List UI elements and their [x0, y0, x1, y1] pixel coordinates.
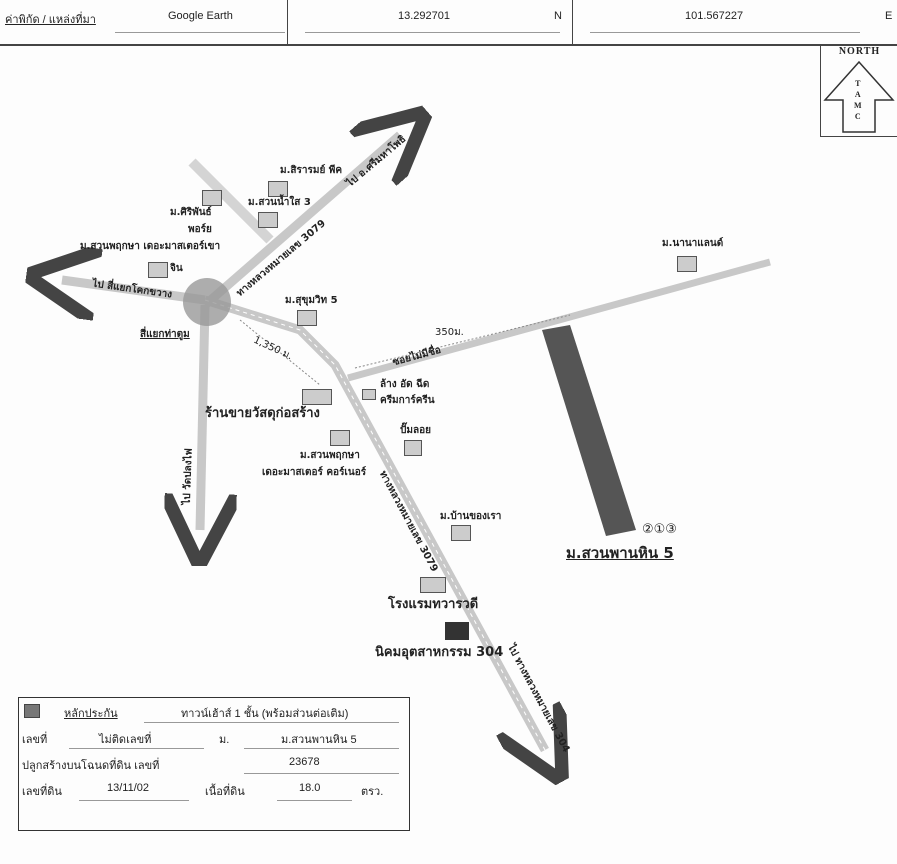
label-suanphruksa-2: ม.สวนพฤกษา — [300, 450, 360, 461]
label-carcare-name: ครีมการ์ครีน — [380, 395, 435, 406]
north-letter: T — [855, 79, 861, 88]
source-value: Google Earth — [168, 10, 233, 22]
deed-label: ปลูกสร้างบนโฉนดที่ดิน เลขที่ — [22, 760, 160, 772]
house-icon — [202, 190, 222, 206]
label-nanaland: ม.นานาแลนด์ — [662, 238, 724, 249]
side-road — [188, 158, 274, 244]
house-icon — [330, 430, 350, 446]
area-unit: ตรว. — [361, 786, 384, 798]
label-suanphruksa-2-name: เดอะมาสเตอร์ คอร์เนอร์ — [262, 467, 367, 478]
house-icon — [258, 212, 278, 228]
label-chin: จิน — [170, 263, 183, 274]
carcare-icon — [362, 389, 376, 400]
road-west — [62, 280, 206, 300]
north-letter: M — [854, 101, 862, 110]
coordinate-header: ค่าพิกัด / แหล่งที่มา Google Earth 13.29… — [0, 0, 897, 46]
gas-station-icon — [404, 440, 422, 456]
label-suanphruksa: ม.สวนพฤกษา เดอะมาสเตอร์เขา — [80, 241, 221, 252]
legend-swatch — [24, 704, 40, 718]
house-no-label: เลขที่ — [22, 734, 48, 746]
latitude-dir: N — [554, 10, 562, 22]
label-subject-property: ม.สวนพานหิน 5 — [566, 544, 674, 562]
label-suanamsai: ม.สวนน้ำใส 3 — [248, 197, 311, 208]
land-no-label: เลขที่ดิน — [22, 786, 62, 798]
north-letter: A — [854, 90, 861, 99]
longitude-value: 101.567227 — [685, 10, 744, 22]
label-shop: ร้านขายวัสดุก่อสร้าง — [205, 406, 320, 421]
shop-icon — [302, 389, 332, 405]
collateral-value: ทาวน์เฮ้าส์ 1 ชั้น (พร้อมส่วนต่อเติม) — [181, 708, 349, 720]
house-icon — [677, 256, 697, 272]
village-value: ม.สวนพานหิน 5 — [281, 734, 357, 746]
label-hotel: โรงแรมทวารวดี — [388, 597, 479, 612]
hotel-icon — [420, 577, 446, 593]
label-siriphon: ม.ศิริพันธ์ — [170, 207, 212, 218]
subject-property-area — [542, 325, 636, 536]
north-letter: C — [854, 112, 861, 121]
highway-3079-north — [202, 135, 400, 309]
house-icon — [297, 310, 317, 326]
house-icon — [268, 181, 288, 197]
label-to-south: ไป วัดปลงไฟ — [181, 448, 195, 505]
longitude-dir: E — [885, 10, 893, 22]
factory-icon — [445, 622, 469, 640]
area-label: เนื้อที่ดิน — [205, 786, 245, 798]
label-distance-350: 350ม. — [435, 327, 464, 338]
north-arrow: NORTH T A M C — [820, 45, 897, 137]
unnamed-soi — [347, 258, 771, 382]
label-gas-station: ปั๊มลอย — [400, 425, 431, 436]
label-sirarom: ม.สิรารมย์ พีค — [280, 165, 343, 176]
label-phorai: พอร์ย — [188, 224, 212, 235]
latitude-value: 13.292701 — [398, 10, 450, 22]
deed-value: 23678 — [289, 756, 320, 768]
property-info-box: หลักประกัน ทาวน์เฮ้าส์ 1 ชั้น (พร้อมส่วน… — [18, 697, 410, 831]
land-no-value: 13/11/02 — [107, 782, 150, 794]
house-icon — [148, 262, 168, 278]
label-bankhongrao: ม.บ้านของเรา — [440, 511, 502, 522]
label-industrial-estate: นิคมอุตสาหกรรม 304 — [375, 645, 504, 660]
road-south — [200, 304, 205, 530]
north-arrow-icon — [823, 60, 895, 133]
collateral-label: หลักประกัน — [64, 708, 118, 720]
north-title: NORTH — [838, 46, 881, 57]
coord-label: ค่าพิกัด / แหล่งที่มา — [5, 14, 96, 26]
label-carcare: ล้าง อัด ฉีด — [380, 379, 430, 390]
junction-circle — [183, 278, 231, 326]
label-sukhumvit: ม.สุขุมวิท 5 — [285, 295, 338, 306]
village-label: ม. — [219, 734, 230, 746]
house-icon — [451, 525, 471, 541]
house-no-value: ไม่ติดเลขที่ — [99, 734, 152, 746]
label-junction: สี่แยกท่าตูม — [140, 329, 190, 340]
marker-numbers: ②①③ — [642, 522, 677, 537]
area-value: 18.0 — [299, 782, 321, 794]
